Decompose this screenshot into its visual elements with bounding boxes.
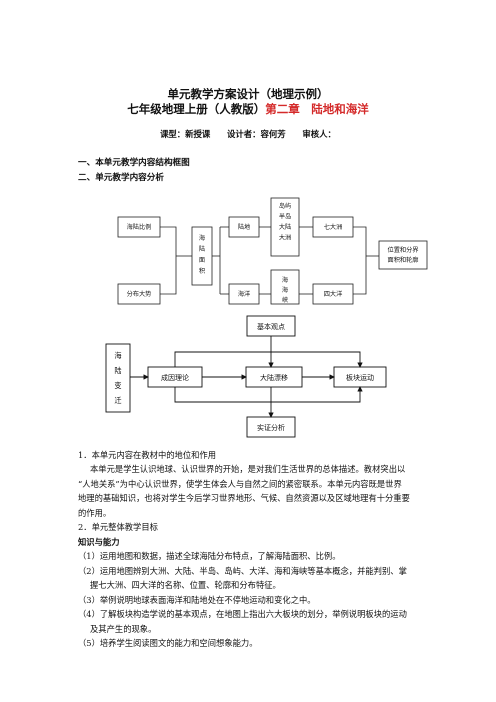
goal-2-line-2: 握七大洲、四大洋的名称、位置、轮廓和分布特征。 <box>90 580 281 590</box>
label-ocean: 海洋 <box>238 290 250 298</box>
label-sea-group-line-1: 海 <box>282 286 288 294</box>
para-line-3: 地理的基础知识，也将对学生今后学习世界地形、气候、自然资源以及区域地理有十分重要 <box>78 493 410 503</box>
box-sea-group <box>270 269 300 305</box>
para-line-4: 的作用。 <box>78 508 112 518</box>
label-example: 实证分析 <box>257 423 285 432</box>
label-distribution: 分布大势 <box>127 290 152 298</box>
label-sea-land-area-line-3: 积 <box>199 267 205 275</box>
doc-title: 单元教学方案设计（地理示例） <box>167 87 329 101</box>
label-basic-view: 基本观点 <box>257 322 285 331</box>
label-sea-land-area-line-0: 海 <box>199 234 205 242</box>
label-cause: 成因理论 <box>161 373 189 382</box>
label-sea-group-line-2: 峡 <box>282 296 288 304</box>
label-island-group-line-2: 大陆 <box>279 223 291 231</box>
doc-subtitle: 七年级地理上册（人教版）第二章 陆地和海洋 <box>0 101 496 117</box>
goal-1: （1）运用地图和数据，描述全球海陆分布特点，了解海陆面积、比例。 <box>78 551 341 561</box>
goal-4-line-1: （4）了解板块构造学说的基本观点，在地图上指出六大板块的划分，举例说明板块的运动 <box>78 609 407 619</box>
goal-4-line-2: 及其产生的现象。 <box>90 624 157 634</box>
label-continents: 七大洲 <box>324 223 343 231</box>
box-change <box>105 343 131 413</box>
label-land: 陆地 <box>238 223 250 231</box>
para-line-2: “人地关系”为中心认识世界，使学生体会人与自然之间的紧密联系。本单元内容既是世界 <box>78 479 402 489</box>
label-sea-group-line-0: 海 <box>282 276 288 284</box>
label-island-group-line-1: 半岛 <box>279 213 291 221</box>
subtitle-chapter: 第二章 陆地和海洋 <box>265 102 369 116</box>
goal-3: （3）举例说明地球表面海洋和陆地处在不停地运动和变化之中。 <box>78 595 316 605</box>
label-drift: 大陆漂移 <box>260 373 288 382</box>
label-sea-land-area-line-1: 陆 <box>199 245 205 253</box>
heading-position: 1．本单元内容在教材中的地位和作用 <box>78 450 217 460</box>
heading-goals: 2．单元整体教学目标 <box>78 522 158 532</box>
para-line-1: 本单元是学生认识地球、认识世界的开始，是对我们生活世界的总体描述。教材突出以 <box>90 464 406 474</box>
goal-5: （5）培养学生阅读图文的能力和空间想象能力。 <box>78 638 258 648</box>
section-1-heading: 一、本单元教学内容结构框图 <box>78 158 190 168</box>
doc-meta: 课型：新授课 设计者：容何芳 审核人： <box>160 129 336 139</box>
label-island-group-line-3: 大洲 <box>279 234 291 242</box>
label-change-line-2: 变 <box>114 381 121 390</box>
box-position <box>378 240 428 270</box>
label-map-ratio: 海陆比例 <box>127 223 152 231</box>
label-island-group-line-0: 岛屿 <box>279 202 291 210</box>
label-oceans: 四大洋 <box>324 290 343 298</box>
label-change-line-0: 海 <box>114 351 121 360</box>
label-change-line-3: 迁 <box>114 396 121 405</box>
label-change-line-1: 陆 <box>114 366 121 375</box>
label-position-line-0: 位置和分界 <box>388 246 419 254</box>
section-2-heading: 二、单元教学内容分析 <box>78 173 164 183</box>
subtitle-prefix: 七年级地理上册（人教版） <box>127 102 266 116</box>
label-position-line-1: 面积和轮廓 <box>388 256 419 264</box>
label-sea-land-area-line-2: 面 <box>199 257 205 264</box>
label-plate: 板块运动 <box>346 373 374 382</box>
goal-2-line-1: （2）运用地图辨别大洲、大陆、半岛、岛屿、大洋、海和海峡等基本概念，并能判别、掌 <box>78 566 407 576</box>
heading-knowledge: 知识与能力 <box>78 537 120 547</box>
